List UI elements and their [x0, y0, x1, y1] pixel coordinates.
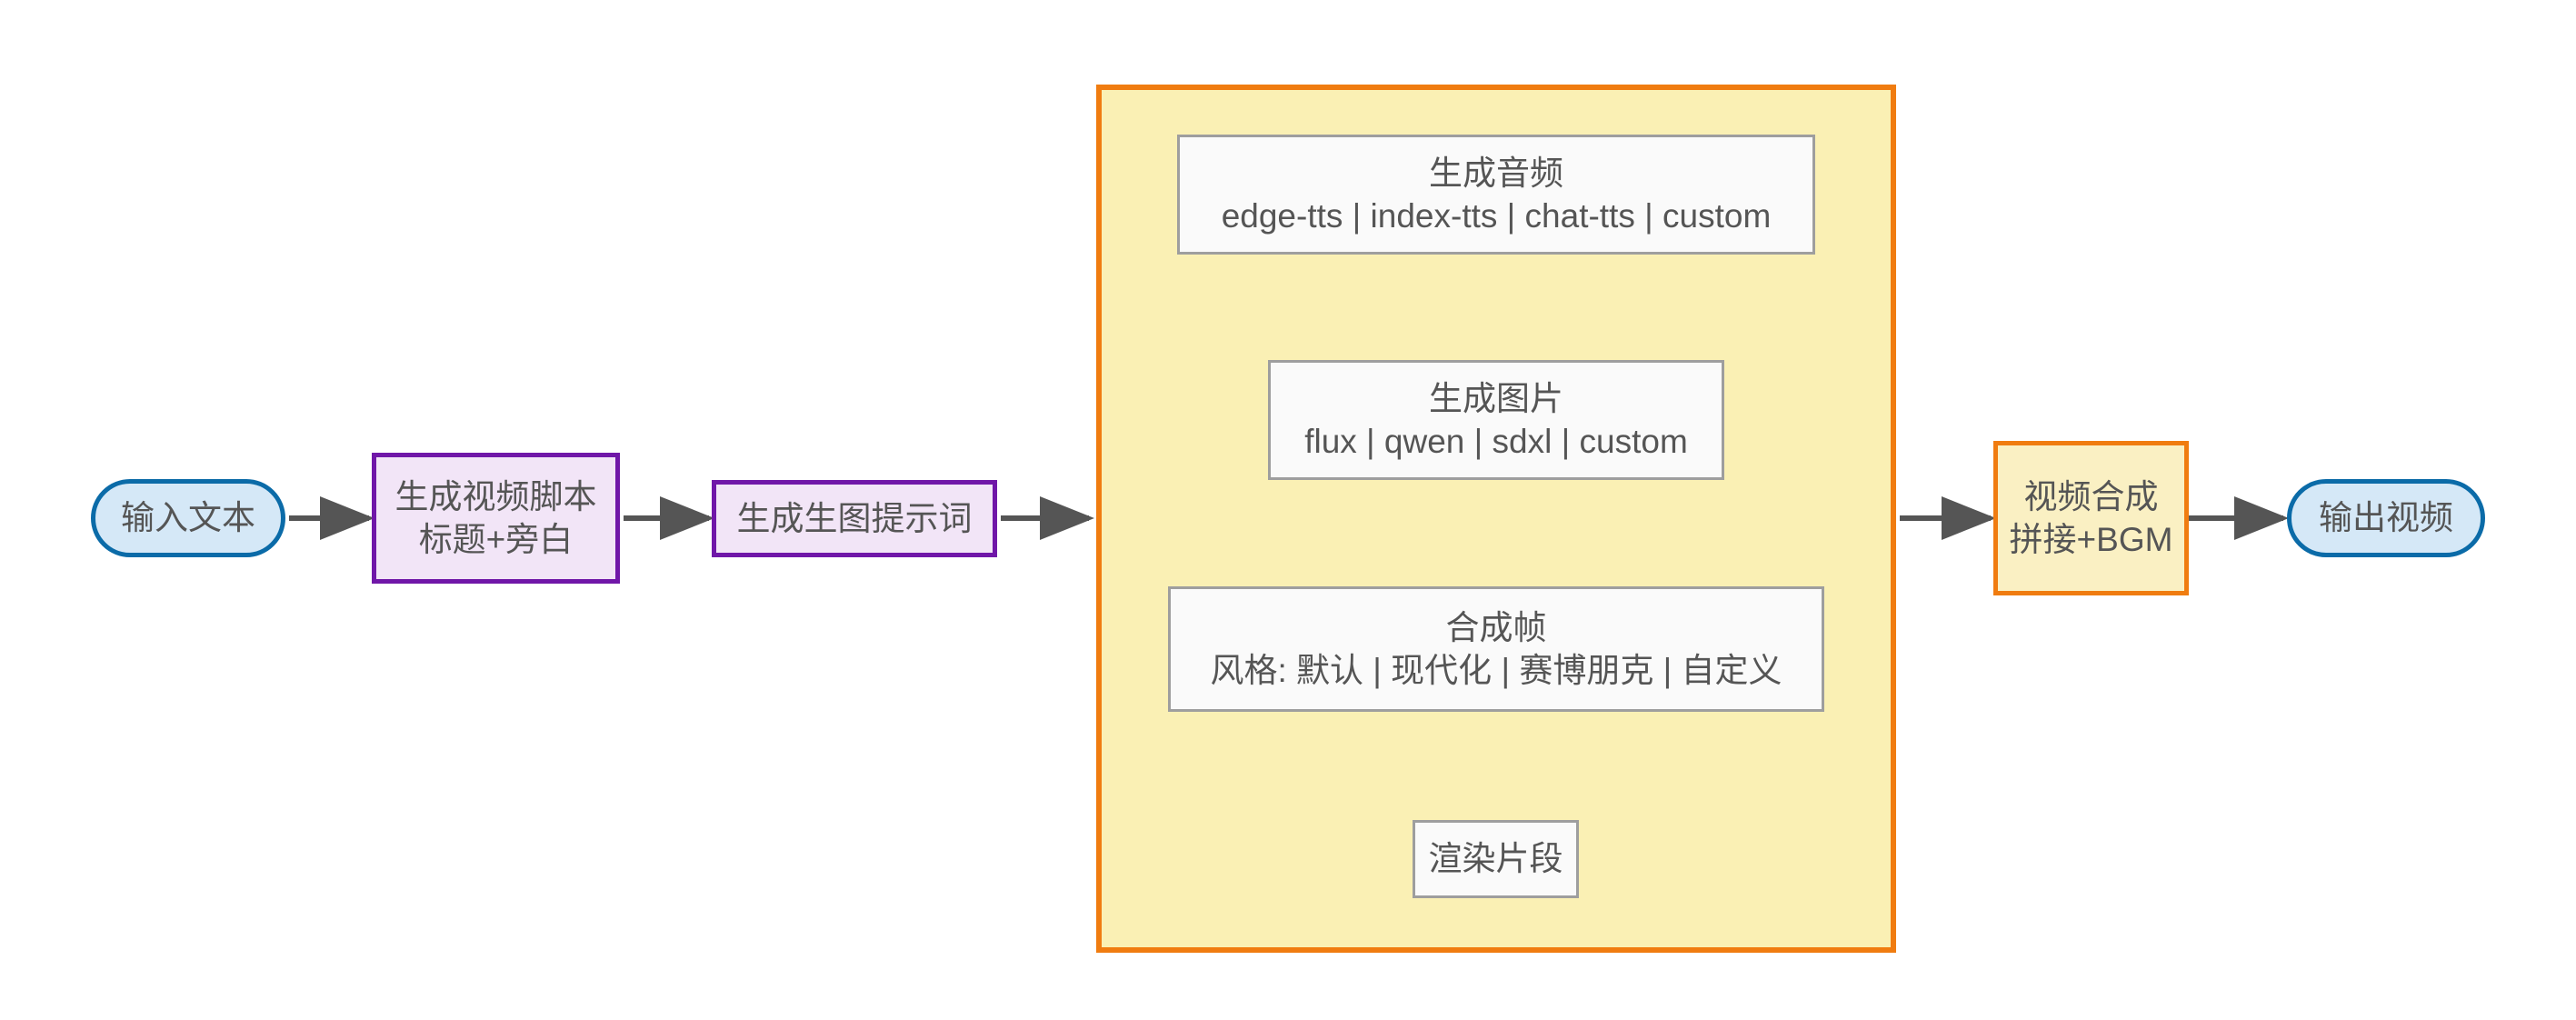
- node-generate-audio-line2: edge-tts | index-tts | chat-tts | custom: [1221, 197, 1772, 235]
- node-video-merge-line1: 视频合成: [2023, 477, 2159, 515]
- node-output-video[interactable]: 输出视频: [2287, 479, 2485, 557]
- node-compose-frame-line2: 风格: 默认 | 现代化 | 赛博朋克 | 自定义: [1210, 652, 1782, 689]
- node-compose-frame-line1: 合成帧: [1445, 608, 1547, 646]
- node-video-merge-line2: 拼接+BGM: [2009, 521, 2173, 558]
- node-generate-image[interactable]: 生成图片 flux | qwen | sdxl | custom: [1268, 360, 1724, 480]
- node-input-text[interactable]: 输入文本: [91, 479, 285, 557]
- node-generate-image-prompt[interactable]: 生成生图提示词: [712, 480, 997, 557]
- node-generate-audio[interactable]: 生成音频 edge-tts | index-tts | chat-tts | c…: [1177, 135, 1815, 255]
- node-generate-video-script-line2: 标题+旁白: [418, 521, 574, 558]
- node-compose-frame[interactable]: 合成帧 风格: 默认 | 现代化 | 赛博朋克 | 自定义: [1168, 586, 1824, 712]
- node-generate-image-prompt-label: 生成生图提示词: [736, 499, 973, 537]
- node-render-clip-label: 渲染片段: [1428, 840, 1563, 878]
- node-generate-video-script[interactable]: 生成视频脚本 标题+旁白: [372, 453, 620, 584]
- node-video-merge[interactable]: 视频合成 拼接+BGM: [1993, 441, 2189, 595]
- node-generate-image-line2: flux | qwen | sdxl | custom: [1304, 423, 1688, 460]
- node-input-text-label: 输入文本: [121, 499, 255, 537]
- node-generate-audio-line1: 生成音频: [1429, 154, 1563, 192]
- node-generate-video-script-line1: 生成视频脚本: [394, 477, 597, 515]
- node-output-video-label: 输出视频: [2319, 499, 2453, 537]
- node-render-clip[interactable]: 渲染片段: [1413, 820, 1579, 898]
- node-generate-image-line1: 生成图片: [1429, 379, 1563, 417]
